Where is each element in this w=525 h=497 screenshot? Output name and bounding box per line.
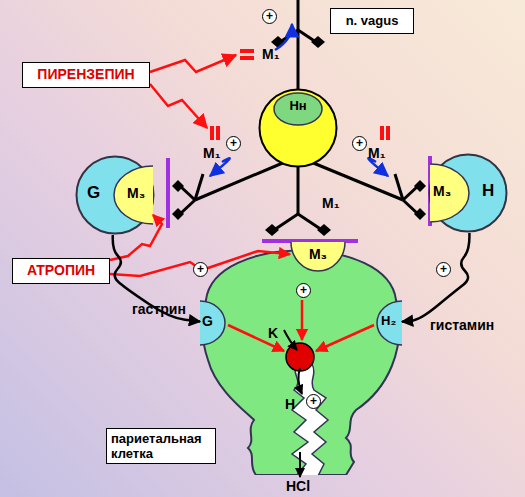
nerve-label-box: n. vagus [330, 8, 414, 34]
node-text: G [87, 184, 100, 203]
hormone-arrow [113, 235, 200, 321]
nerve-terminal [414, 180, 426, 192]
ion-arrow [284, 330, 297, 350]
m3-receptor: M₃ [430, 163, 470, 223]
blockade-mark [240, 49, 254, 53]
feedback-arrow [210, 158, 230, 176]
nerve-branch [298, 214, 322, 230]
g-cell: G M₃ [75, 155, 155, 235]
gastrin-receptor: G [200, 300, 226, 346]
signal-arrow [316, 325, 374, 351]
drug-box: ПИРЕНЗЕПИН [22, 62, 150, 88]
node-text: M₃ [433, 184, 451, 199]
nerve-fiber [195, 162, 285, 200]
node-text: Hн [258, 99, 338, 113]
nerve-branch [195, 174, 203, 200]
feedback-arrow [368, 158, 388, 176]
edge-label: гистамин [430, 318, 494, 333]
part-label: M₁ [368, 146, 385, 161]
membrane-bar [166, 158, 170, 228]
edge-label: гастрин [132, 302, 186, 317]
node-text: H₂ [381, 314, 396, 328]
node-text: АТРОПИН [27, 263, 95, 278]
receptor-shape [291, 242, 345, 271]
node-text: H [482, 182, 494, 201]
nerve-terminal [172, 180, 184, 192]
drug-arrow [110, 215, 162, 260]
secretion-arrow [299, 452, 301, 477]
nerve-fiber [297, 166, 300, 214]
drug-arrow [150, 84, 207, 128]
node-text: M₃ [127, 186, 145, 201]
signal-arrow [228, 325, 284, 351]
parietal-cell: париетальная клеткаM₃GH₂ [196, 240, 406, 475]
nerve-branch [180, 186, 195, 200]
cell-heading: париетальная клетка [106, 428, 216, 464]
h2-receptor: H₂ [376, 300, 402, 346]
parietal-cell-outline [196, 240, 406, 475]
part-label: HCl [286, 479, 310, 494]
m3-receptor: M₃ [113, 165, 153, 225]
hormone-arrow [402, 233, 469, 322]
m3-receptor: M₃ [290, 242, 346, 272]
secretory-canal [292, 364, 328, 475]
nerve-branch [180, 200, 195, 214]
cell-membrane [202, 251, 399, 476]
plus-sign: + [296, 283, 311, 298]
receptor-shape [114, 166, 153, 224]
part-label: M₁ [262, 47, 279, 62]
plus-sign: + [226, 136, 241, 151]
signal-arrow [301, 300, 304, 340]
blockade-mark [210, 126, 214, 140]
blockade-mark [216, 126, 220, 140]
nerve-terminal [414, 208, 426, 220]
node-text: G [202, 314, 213, 329]
ecl-cell: H M₃ [428, 153, 508, 233]
nerve-branch [403, 186, 418, 200]
nerve-branch [274, 214, 298, 230]
blockade-mark [240, 56, 254, 60]
nerve-branch [395, 174, 403, 200]
receptor-shape [200, 301, 225, 345]
vagus-nerve [297, 0, 300, 92]
part-label: M₁ [322, 196, 339, 211]
ion-arrow [298, 368, 302, 394]
part-label: H [285, 397, 295, 412]
node-text: M₃ [290, 247, 346, 262]
proton-pump [286, 343, 314, 371]
blockade-mark [386, 126, 390, 140]
node-text: ПИРЕНЗЕПИН [37, 67, 134, 82]
plus-sign: + [262, 9, 277, 24]
receptor-shape [430, 164, 469, 222]
nerve-terminal [265, 224, 279, 236]
plus-sign: + [193, 262, 208, 277]
nerve-terminal [311, 36, 325, 48]
blockade-mark [380, 126, 384, 140]
nerve-fiber [311, 162, 403, 200]
receptor-shape [377, 301, 402, 345]
nerve-terminal [271, 36, 285, 48]
plus-sign: + [436, 262, 451, 277]
nerve-terminal [317, 224, 331, 236]
plus-sign: + [306, 394, 321, 409]
part-label: M₁ [203, 146, 220, 161]
drug-arrow [110, 251, 290, 276]
nerve-terminal [172, 208, 184, 220]
nerve-branch [403, 200, 418, 214]
node-text: n. vagus [346, 14, 399, 28]
drug-arrow [150, 55, 236, 72]
feedback-arrow [275, 24, 292, 50]
ganglion-circle: Hн [258, 88, 338, 168]
plus-sign: + [352, 136, 367, 151]
part-label: K [268, 326, 278, 341]
drug-box: АТРОПИН [12, 258, 110, 284]
